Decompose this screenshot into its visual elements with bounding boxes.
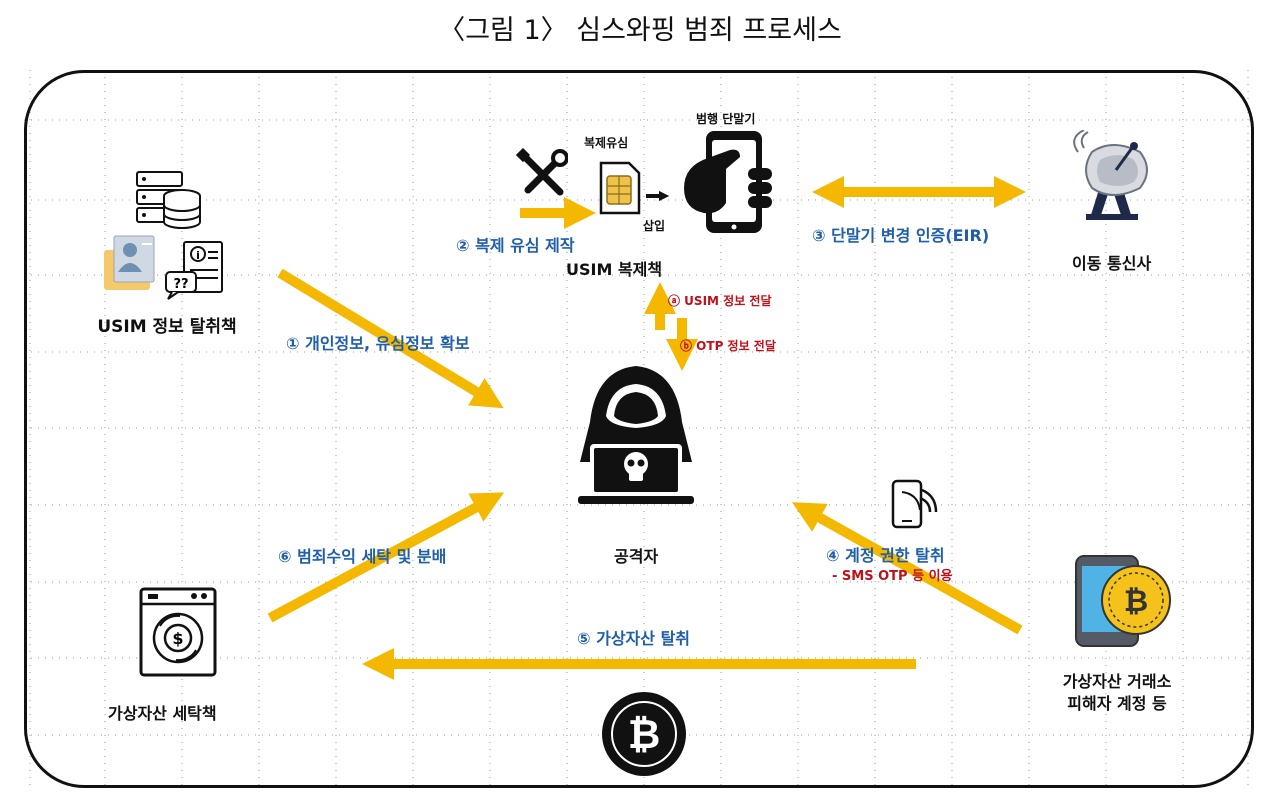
label-insert: 삽입 — [643, 219, 666, 233]
diagram-frame — [24, 70, 1254, 788]
step-1-label: ① 개인정보, 유심정보 확보 — [286, 334, 470, 353]
node-exchange-line1: 가상자산 거래소 — [1062, 672, 1172, 691]
phone-in-hand-icon — [684, 131, 772, 233]
step-4-label: ④ 계정 권한 탈취 — [826, 546, 945, 565]
svg-text:₿: ₿ — [1124, 584, 1148, 619]
node-carrier: 이동 통신사 — [1072, 254, 1152, 273]
id-card-icon — [104, 235, 155, 290]
step-3-label: ③ 단말기 변경 인증(EIR) — [812, 226, 990, 245]
svg-text:$: $ — [172, 629, 183, 648]
node-exchange-line2: 피해자 계정 등 — [1067, 694, 1167, 713]
satellite-dish-icon — [1073, 130, 1148, 220]
phone-nfc-icon — [891, 479, 938, 529]
svg-text:??: ?? — [173, 277, 188, 292]
node-usim-clone: USIM 복제책 — [566, 260, 663, 279]
step-2-label: ② 복제 유심 제작 — [456, 236, 575, 255]
hacker-icon — [578, 366, 694, 504]
node-attacker: 공격자 — [614, 547, 659, 566]
database-icon — [136, 171, 201, 229]
exchange-phone-icon: ₿ — [1075, 555, 1171, 647]
step-4-sub: - SMS OTP 등 이용 — [832, 569, 953, 584]
arrow-step6 — [267, 492, 505, 623]
arrow-step4 — [792, 502, 1023, 635]
svg-text:₿: ₿ — [628, 712, 661, 758]
step-b-label: ⓑ OTP 정보 전달 — [680, 339, 776, 353]
step-a-label: ⓐ USIM 정보 전달 — [668, 294, 772, 308]
tools-icon — [516, 148, 568, 196]
info-document-icon: i ?? — [165, 241, 223, 300]
node-usim-theft: USIM 정보 탈취책 — [97, 317, 237, 337]
step-5-label: ⑤ 가상자산 탈취 — [577, 629, 691, 648]
svg-text:i: i — [196, 249, 200, 262]
node-launderer: 가상자산 세탁책 — [108, 704, 217, 723]
arrow-step1 — [277, 268, 504, 409]
label-crime-device: 범행 단말기 — [696, 112, 756, 126]
washing-machine-icon: $ — [139, 587, 217, 677]
step-6-label: ⑥ 범죄수익 세탁 및 분배 — [278, 547, 447, 566]
sim-card-icon — [599, 161, 641, 215]
figure-title: 〈그림 1〉 심스와핑 범죄 프로세스 — [438, 15, 842, 46]
bitcoin-icon: ₿ — [602, 692, 686, 776]
label-clone-sim: 복제유심 — [584, 136, 629, 150]
